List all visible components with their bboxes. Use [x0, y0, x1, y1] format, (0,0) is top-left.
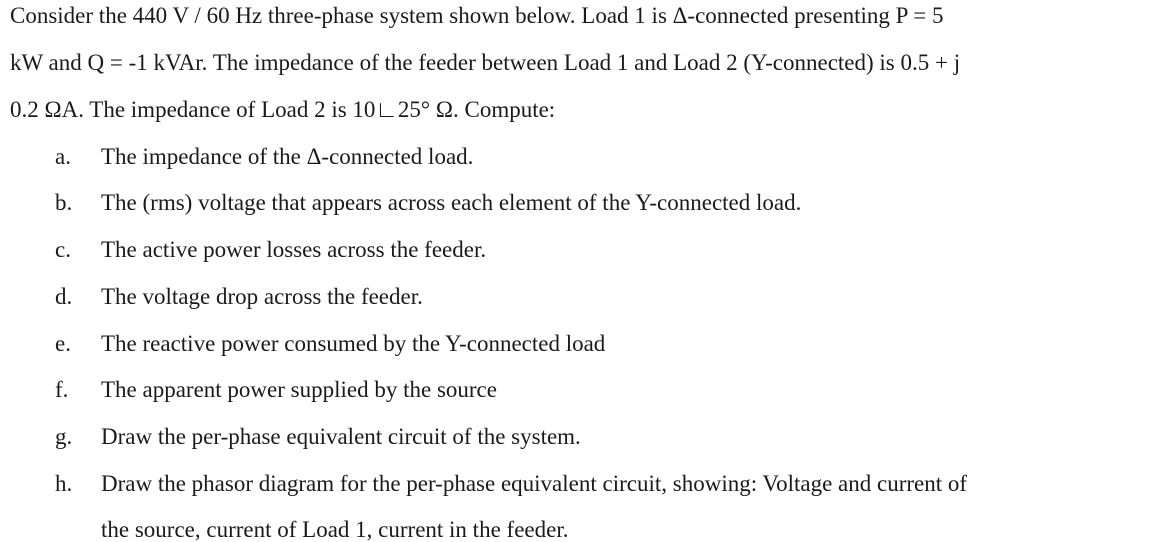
question-text-continued: the source, current of Load 1, current i… — [101, 517, 569, 542]
question-text: The impedance of the Δ-connected load. — [101, 144, 474, 169]
question-marker: e. — [55, 331, 71, 356]
question-marker: c. — [55, 237, 71, 262]
question-marker: d. — [55, 284, 73, 309]
question-text: Draw the per-phase equivalent circuit of… — [101, 424, 581, 449]
intro-line-1: Consider the 440 V / 60 Hz three-phase s… — [10, 3, 944, 28]
question-marker: a. — [55, 144, 71, 169]
question-text: The (rms) voltage that appears across ea… — [101, 190, 802, 215]
question-text: The voltage drop across the feeder. — [101, 284, 423, 309]
intro-line-3: 0.2 ΩA. The impedance of Load 2 is 10∟25… — [10, 97, 556, 122]
question-text: The apparent power supplied by the sourc… — [101, 377, 497, 402]
question-marker: f. — [55, 377, 69, 402]
question-marker: b. — [55, 190, 73, 215]
intro-line-2: kW and Q = -1 kVAr. The impedance of the… — [10, 50, 961, 75]
question-marker: g. — [55, 424, 73, 449]
question-text: Draw the phasor diagram for the per-phas… — [101, 471, 968, 496]
question-text: The reactive power consumed by the Y-con… — [101, 331, 606, 356]
question-text: The active power losses across the feede… — [101, 237, 487, 262]
question-marker: h. — [55, 471, 73, 496]
